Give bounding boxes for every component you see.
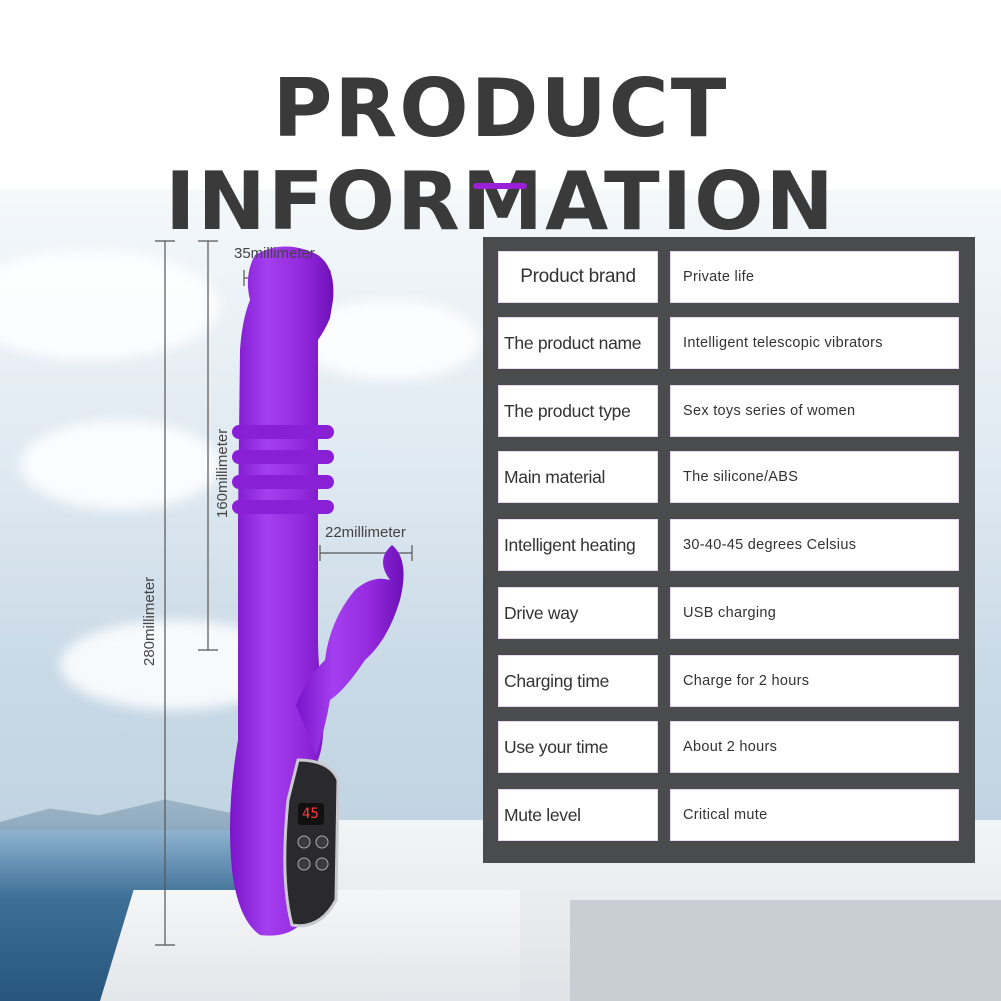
cloud	[20, 420, 220, 510]
table-row: Product brand Private life	[498, 251, 959, 303]
spec-label: Drive way	[498, 587, 658, 639]
shaft-length-label: 160millimeter	[214, 428, 231, 518]
spec-label: Mute level	[498, 789, 658, 841]
spec-value: Sex toys series of women	[670, 385, 959, 437]
table-row: The product type Sex toys series of wome…	[498, 385, 959, 437]
table-row: Use your time About 2 hours	[498, 721, 959, 773]
table-row: Main material The silicone/ABS	[498, 451, 959, 503]
spec-label: Product brand	[498, 251, 658, 303]
table-row: Drive way USB charging	[498, 587, 959, 639]
page-title: PRODUCT INFORMATION	[165, 62, 836, 248]
spec-value: 30-40-45 degrees Celsius	[670, 519, 959, 571]
spec-label: Use your time	[498, 721, 658, 773]
dimension-lines	[155, 240, 413, 946]
control-panel	[283, 758, 340, 928]
table-row: The product name Intelligent telescopic …	[498, 317, 959, 369]
spec-label: Charging time	[498, 655, 658, 707]
top-width-label: 35millimeter	[234, 245, 315, 262]
title-accent-bar	[473, 183, 527, 189]
spec-value: Private life	[670, 251, 959, 303]
table-row: Intelligent heating 30-40-45 degrees Cel…	[498, 519, 959, 571]
table-row: Charging time Charge for 2 hours	[498, 655, 959, 707]
cloud	[0, 250, 220, 360]
table-row: Mute level Critical mute	[498, 789, 959, 841]
spec-label: The product type	[498, 385, 658, 437]
total-length-label: 280millimeter	[141, 576, 158, 666]
spec-label: The product name	[498, 317, 658, 369]
spec-label: Intelligent heating	[498, 519, 658, 571]
step-shadow	[570, 900, 1001, 1001]
ribs	[232, 425, 334, 514]
spec-value: Critical mute	[670, 789, 959, 841]
clit-width-label: 22millimeter	[325, 524, 406, 541]
display-readout: 45	[302, 806, 319, 822]
spec-value: About 2 hours	[670, 721, 959, 773]
spec-label: Main material	[498, 451, 658, 503]
spec-value: The silicone/ABS	[670, 451, 959, 503]
spec-value: USB charging	[670, 587, 959, 639]
spec-value: Intelligent telescopic vibrators	[670, 317, 959, 369]
spec-value: Charge for 2 hours	[670, 655, 959, 707]
